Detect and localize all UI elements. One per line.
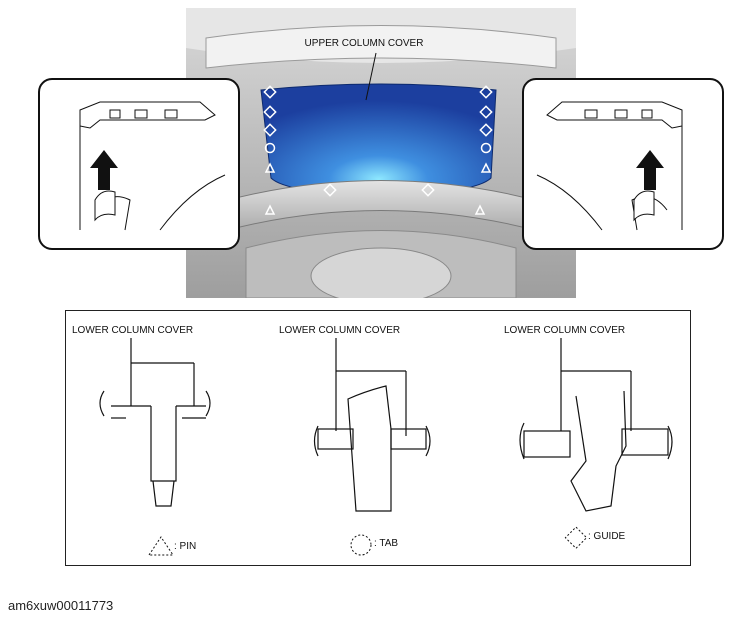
guide-markers (263, 85, 493, 197)
pin-markers (264, 162, 492, 215)
up-arrow-icon (636, 150, 664, 190)
steering-column-illustration: UPPER COLUMN COVER (186, 8, 576, 298)
upper-column-cover-label: UPPER COLUMN COVER (305, 38, 424, 49)
right-detail-callout (522, 78, 724, 250)
pin-legend-text: : PIN (174, 541, 197, 552)
pin-symbol-icon (148, 536, 174, 556)
tab-panel-label: LOWER COLUMN COVER (279, 325, 401, 336)
fastener-legend-box: LOWER COLUMN COVER (65, 310, 691, 566)
upper-column-cover-shape (260, 83, 497, 197)
guide-legend-text: : GUIDE (588, 531, 626, 542)
up-arrow-icon (90, 150, 118, 190)
reference-code: am6xuw00011773 (8, 598, 114, 613)
left-detail-callout (38, 78, 240, 250)
pin-panel-label: LOWER COLUMN COVER (72, 325, 194, 336)
tab-markers (264, 142, 492, 154)
guide-symbol-icon (564, 526, 588, 550)
guide-panel-label: LOWER COLUMN COVER (504, 325, 626, 336)
tab-symbol-icon (350, 534, 372, 556)
tab-legend-text: : TAB (374, 538, 399, 549)
legend-drawings (99, 338, 673, 556)
